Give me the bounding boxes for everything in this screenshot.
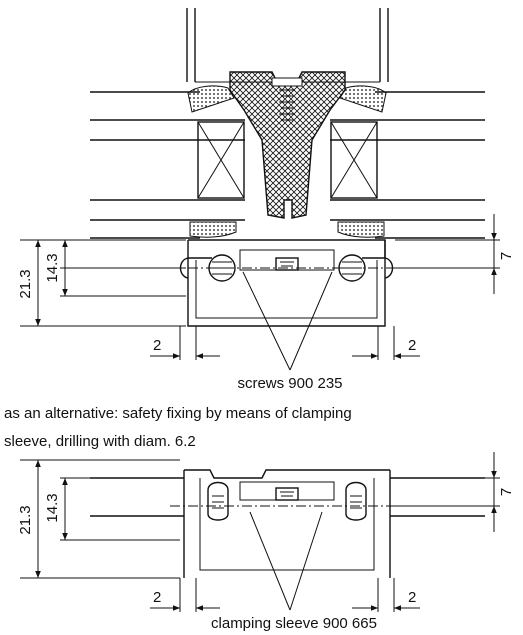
lower-glass-lines (90, 477, 485, 517)
lower-dim-inner: 14.3 (44, 493, 61, 522)
sleeve-leader (249, 511, 323, 611)
upper-dim-gap-left: 2 (153, 337, 161, 354)
lower-dim-right: 7 (498, 488, 515, 496)
note-line-1: as an alternative: safety fixing by mean… (4, 405, 352, 422)
upper-dim-overall: 21.3 (17, 269, 34, 298)
note-line-2: sleeve, drilling with diam. 6.2 (4, 433, 196, 450)
cover-cap (187, 240, 386, 327)
upper-section-drawing (20, 8, 500, 371)
lower-dim-overall: 21.3 (17, 505, 34, 534)
gasket-bottom-right (337, 221, 385, 238)
center-lug (275, 257, 299, 271)
lower-center-lug (275, 487, 299, 501)
clamping-sleeve-left (207, 481, 229, 521)
label-clamping-sleeve: clamping sleeve 900 665 (211, 615, 377, 632)
upper-dim-inner: 14.3 (44, 253, 61, 282)
upper-dim-gap-right: 2 (408, 337, 416, 354)
right-glass-lines (330, 91, 485, 239)
clamping-sleeve-right (345, 481, 367, 521)
right-spacer (330, 121, 378, 199)
left-glass-lines (90, 91, 245, 239)
screws-leader (242, 271, 333, 371)
left-spacer (197, 121, 245, 199)
insulation-profile (229, 71, 346, 219)
lower-cover-cap (183, 470, 391, 578)
lower-dim-gap-left: 2 (153, 589, 161, 606)
lower-section-drawing (20, 452, 500, 612)
upper-dim-right: 7 (498, 252, 515, 260)
mullion-frame (186, 8, 389, 82)
gasket-top-right (339, 85, 387, 113)
gasket-bottom-left (189, 221, 237, 238)
label-screws: screws 900 235 (237, 375, 342, 392)
gasket-top-left (187, 85, 235, 113)
lower-dim-gap-right: 2 (408, 589, 416, 606)
